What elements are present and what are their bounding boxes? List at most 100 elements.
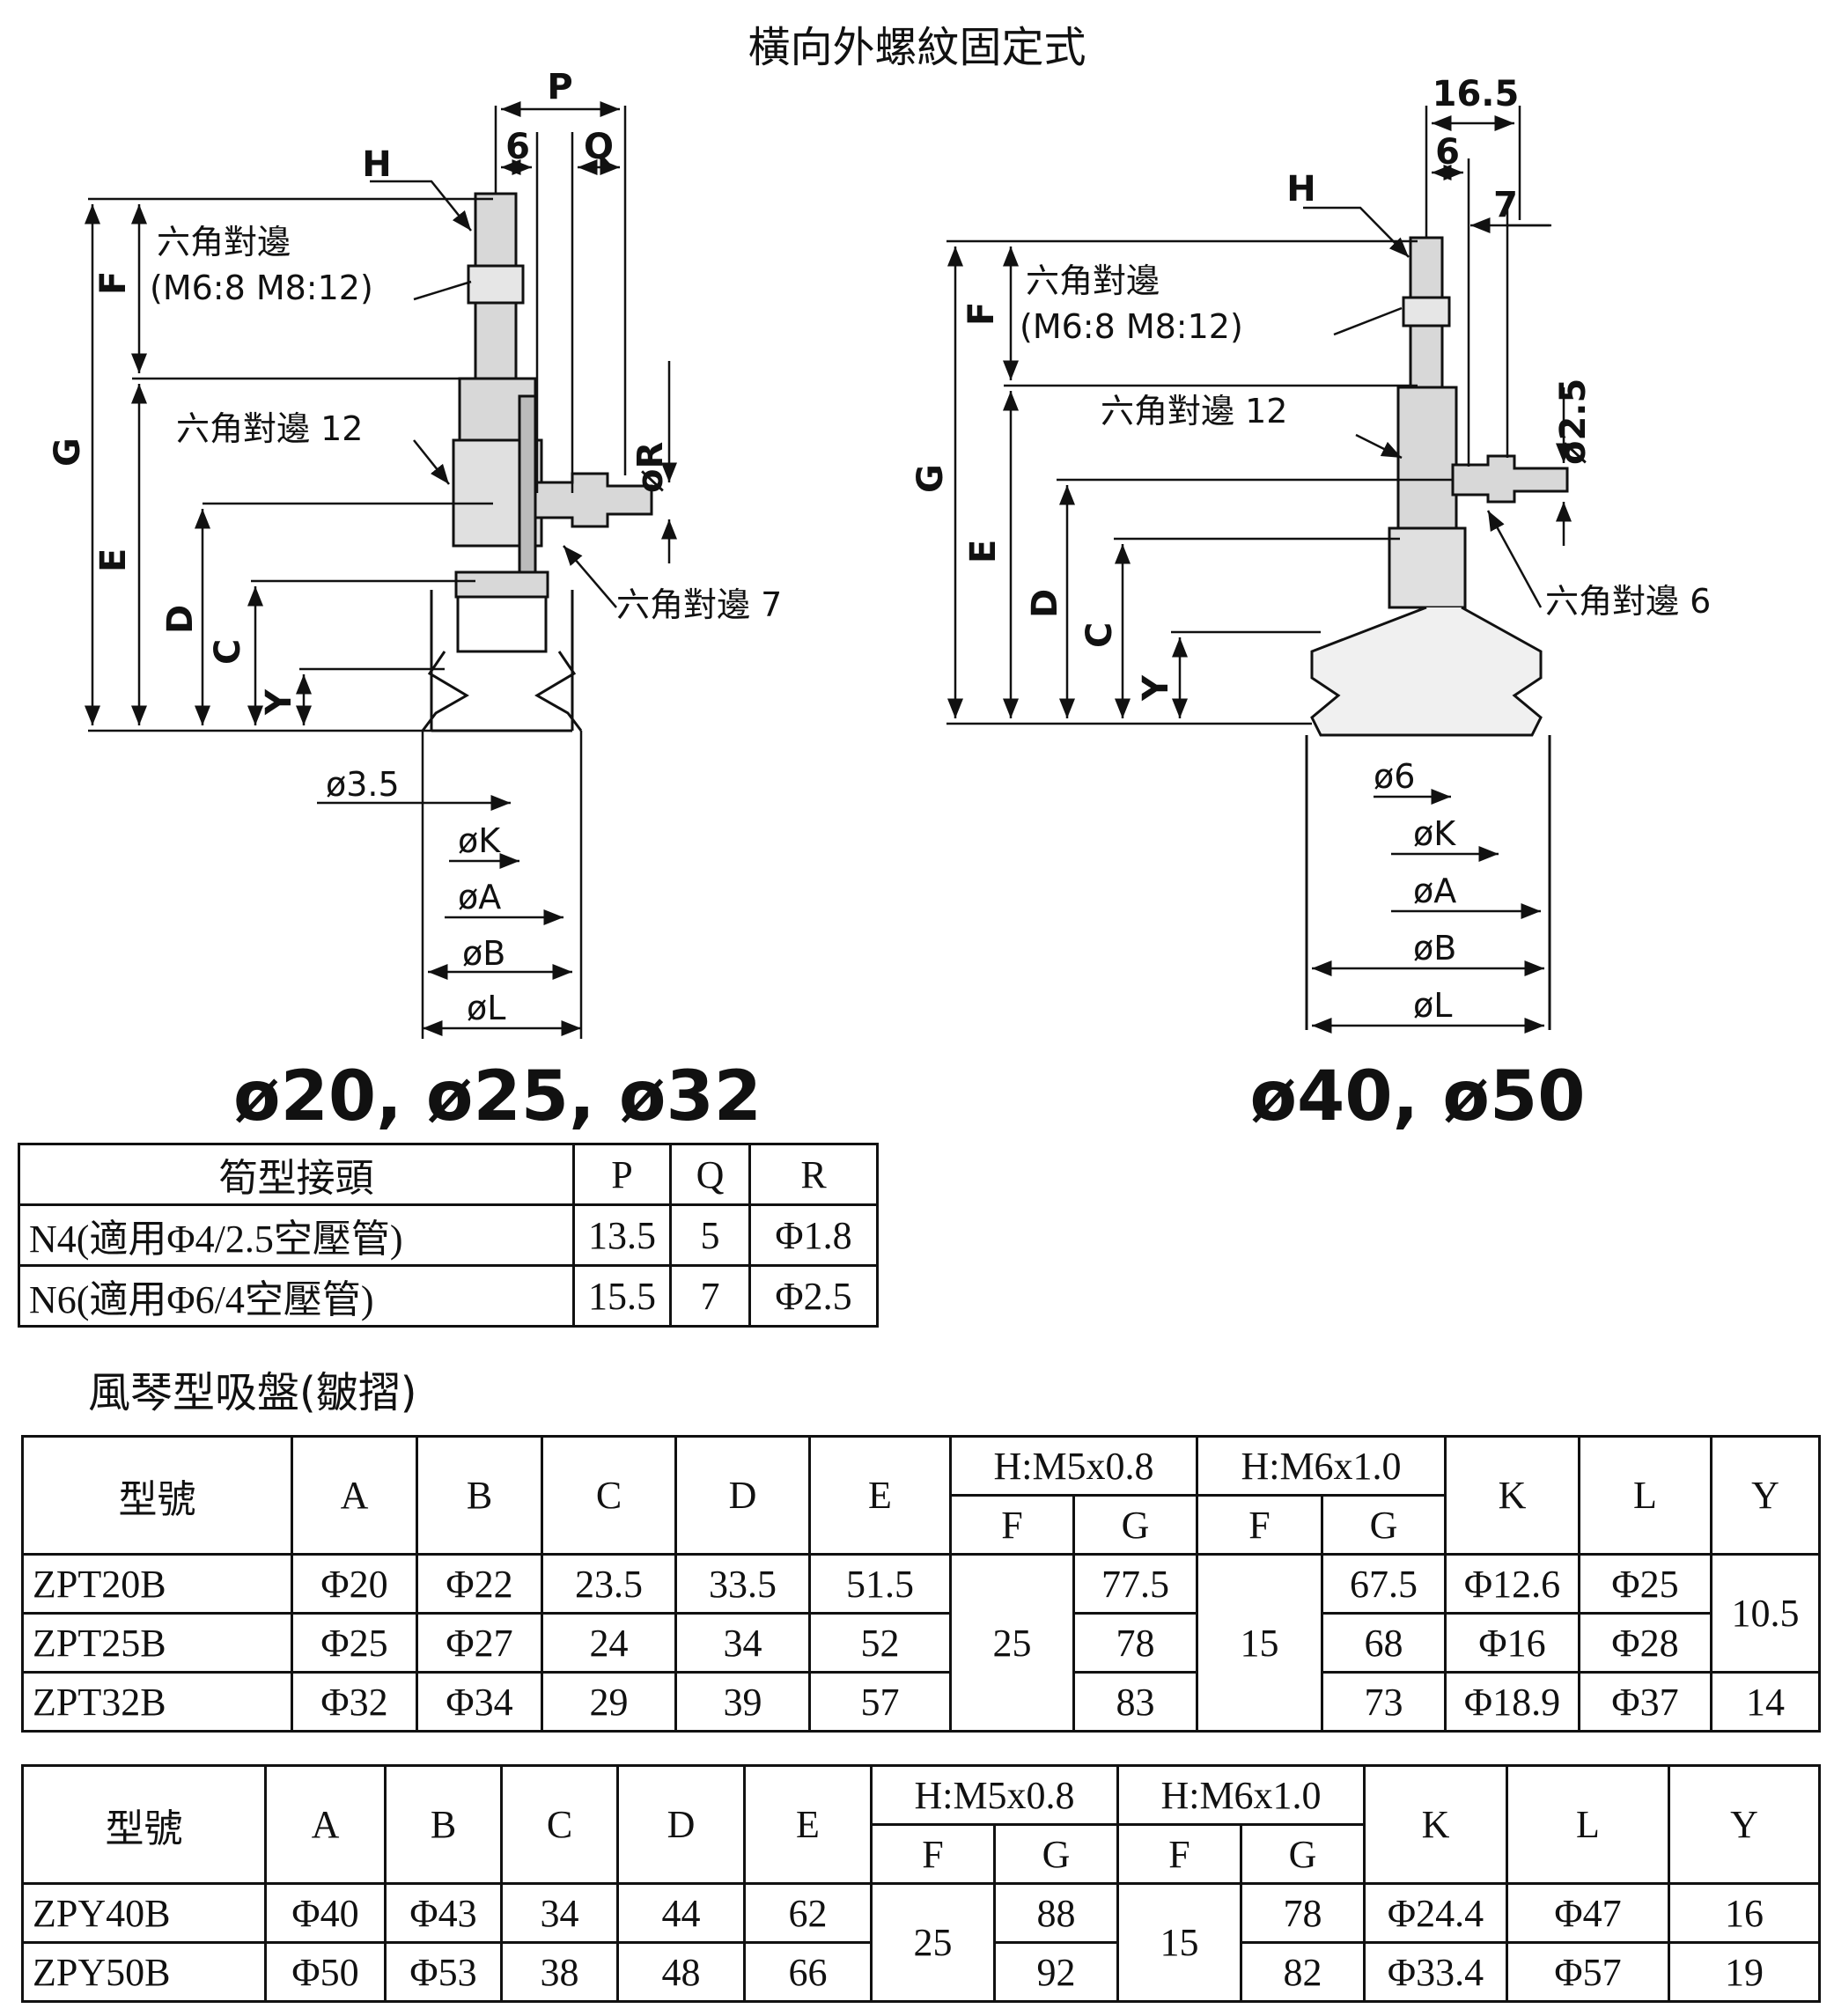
left-bellows xyxy=(421,651,583,732)
table-cell: 23.5 xyxy=(541,1553,677,1615)
table-cell: Φ53 xyxy=(384,1941,503,2003)
table-cell: 5 xyxy=(669,1203,751,1267)
label-d2-5: ø2.5 xyxy=(1553,379,1594,465)
right-labels: 16.5 6 7 H 六角對邊 (M6:8 M8:12) 六角對邊 12 六角對… xyxy=(910,74,1711,1137)
table-cell: Φ22 xyxy=(416,1553,543,1615)
table-cell: 25 xyxy=(949,1553,1075,1733)
zpy-spec-table: 型號 A B C D E H:M5x0.8 H:M6x1.0 K L Y F G… xyxy=(21,1764,1821,2003)
header-cell: C xyxy=(500,1764,619,1885)
header-cell: K xyxy=(1363,1764,1508,1885)
table-cell: 92 xyxy=(993,1941,1119,2003)
label-6: 6 xyxy=(1435,132,1460,173)
header-cell: G xyxy=(1321,1494,1447,1556)
table-row: 型號 A B C D E H:M5x0.8 H:M6x1.0 K L Y xyxy=(21,1435,1821,1556)
label-k: øK xyxy=(458,821,501,860)
header-cell: K xyxy=(1444,1435,1580,1556)
table-cell: 78 xyxy=(1240,1882,1366,1944)
header-cell: L xyxy=(1578,1435,1712,1556)
table-cell: 7 xyxy=(669,1264,751,1328)
header-cell: R xyxy=(748,1143,879,1206)
header-cell: A xyxy=(264,1764,387,1885)
left-cup-outline xyxy=(430,590,574,732)
table-cell: 68 xyxy=(1321,1612,1447,1674)
table-row: ZPY50B Φ50 Φ53 38 48 66 92 82 Φ33.4 Φ57 … xyxy=(21,1941,1821,2003)
label-l: øL xyxy=(1413,986,1452,1025)
table-cell: 34 xyxy=(674,1612,811,1674)
table-cell: 77.5 xyxy=(1072,1553,1198,1615)
header-cell: E xyxy=(743,1764,873,1885)
label-q: Q xyxy=(584,127,614,167)
header-cell: G xyxy=(1240,1823,1366,1885)
header-cell: H:M6x1.0 xyxy=(1116,1764,1366,1826)
left-dimensions xyxy=(85,101,677,1039)
label-hex-across-flats: 六角對邊 xyxy=(1026,261,1160,300)
table-cell: Φ25 xyxy=(291,1612,418,1674)
table-cell: Φ32 xyxy=(291,1671,418,1733)
table-cell: Φ12.6 xyxy=(1444,1553,1580,1615)
left-drawing xyxy=(421,192,653,732)
label-a: øA xyxy=(458,878,501,916)
table-row: F G F G xyxy=(23,1823,1820,1885)
header-cell: B xyxy=(416,1435,543,1556)
label-hex-12: 六角對邊 12 xyxy=(176,409,363,448)
table-cell: Φ25 xyxy=(1578,1553,1712,1615)
header-cell: B xyxy=(384,1764,503,1885)
table-cell: Φ2.5 xyxy=(748,1264,879,1328)
table-cell: 16 xyxy=(1668,1882,1821,1944)
label-r: øR xyxy=(630,442,671,493)
header-cell: 型號 xyxy=(21,1435,293,1556)
label-c: C xyxy=(1079,622,1120,648)
table-cell: 73 xyxy=(1321,1671,1447,1733)
label-16-5: 16.5 xyxy=(1433,74,1520,114)
header-cell: F xyxy=(1196,1494,1323,1556)
header-cell: E xyxy=(808,1435,952,1556)
header-cell: 筍型接頭 xyxy=(18,1143,575,1206)
label-e: E xyxy=(93,548,134,572)
table-cell: Φ28 xyxy=(1578,1612,1712,1674)
table-cell: 24 xyxy=(541,1612,677,1674)
header-cell: G xyxy=(993,1823,1119,1885)
label-hex-sizes: (M6:8 M8:12) xyxy=(150,269,373,307)
header-cell: P xyxy=(572,1143,672,1206)
model-cell: ZPY40B xyxy=(21,1882,267,1944)
label-b: øB xyxy=(462,934,505,973)
label-f: F xyxy=(961,302,1002,326)
label-e: E xyxy=(963,540,1004,563)
label-d: D xyxy=(1025,589,1065,618)
table-cell: Φ37 xyxy=(1578,1671,1712,1733)
label-h: H xyxy=(1286,169,1315,210)
label-hex-across-flats: 六角對邊 xyxy=(157,223,291,261)
table-row: 筍型接頭 P Q R xyxy=(18,1143,879,1206)
label-y: Y xyxy=(259,688,299,716)
header-cell: 型號 xyxy=(21,1764,267,1885)
table-cell: Φ43 xyxy=(384,1882,503,1944)
table-cell: 52 xyxy=(808,1612,952,1674)
table-cell: 62 xyxy=(743,1882,873,1944)
table-cell: Φ1.8 xyxy=(748,1203,879,1267)
zpt-spec-table: 型號 A B C D E H:M5x0.8 H:M6x1.0 K L Y F G… xyxy=(21,1435,1821,1733)
label-l: øL xyxy=(467,989,505,1027)
table-cell: 38 xyxy=(500,1941,619,2003)
table-cell: 82 xyxy=(1240,1941,1366,2003)
label-hex-sizes: (M6:8 M8:12) xyxy=(1020,307,1243,346)
label-d6: ø6 xyxy=(1374,757,1415,796)
header-cell: H:M6x1.0 xyxy=(1196,1435,1447,1497)
table-cell: 88 xyxy=(993,1882,1119,1944)
table-cell: 15 xyxy=(1196,1553,1323,1733)
table-row: F G F G xyxy=(23,1494,1820,1556)
table-cell: Φ24.4 xyxy=(1363,1882,1508,1944)
table-cell: 19 xyxy=(1668,1941,1821,2003)
table-cell: Φ34 xyxy=(416,1671,543,1733)
label-a: øA xyxy=(1413,872,1456,910)
table-cell: 33.5 xyxy=(674,1553,811,1615)
header-cell: F xyxy=(1116,1823,1242,1885)
header-cell: A xyxy=(291,1435,418,1556)
table-cell: 34 xyxy=(500,1882,619,1944)
fitting-table: 筍型接頭 P Q R N4(適用Φ4/2.5空壓管) 13.5 5 Φ1.8 N… xyxy=(18,1143,879,1328)
table-row: ZPT32B Φ32 Φ34 29 39 57 83 73 Φ18.9 Φ37 … xyxy=(21,1671,1821,1733)
table-cell: 15 xyxy=(1116,1882,1242,2003)
table-cell: Φ18.9 xyxy=(1444,1671,1580,1733)
label-h: H xyxy=(362,144,391,185)
label-g: G xyxy=(910,464,951,493)
table-cell: Φ16 xyxy=(1444,1612,1580,1674)
